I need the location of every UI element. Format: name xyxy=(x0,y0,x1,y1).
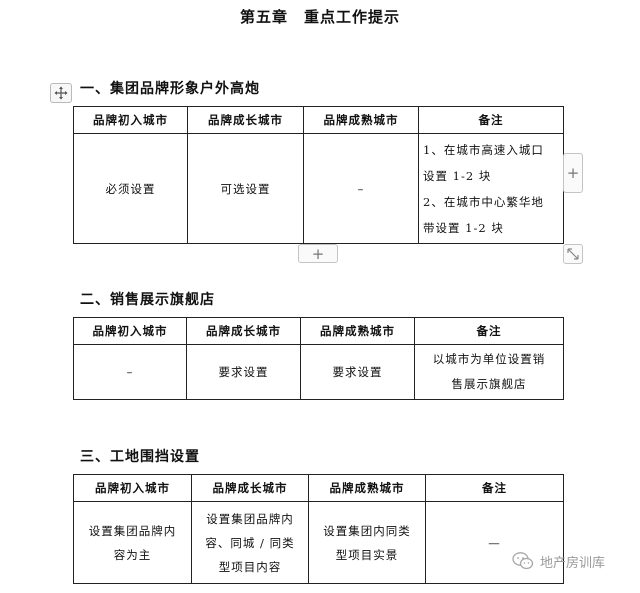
table-cell: 设置集团内同类 型项目实景 xyxy=(308,501,426,584)
header-cell: 品牌成长城市 xyxy=(191,474,309,502)
cell-line: — xyxy=(488,535,501,550)
cell-line: 设置集团内同类 xyxy=(323,523,411,538)
cell-line: 容、同城 / 同类 xyxy=(205,535,295,550)
header-cell: 品牌成长城市 xyxy=(186,317,301,345)
wechat-icon xyxy=(512,552,534,570)
table-cell: 设置集团品牌内 容为主 xyxy=(73,501,192,584)
table-cell: 可选设置 xyxy=(187,133,304,244)
table-flagship-store: 品牌初入城市 品牌成长城市 品牌成熟城市 备注 – 要求设置 要求设置 以城市为… xyxy=(73,317,564,400)
header-cell: 品牌成熟城市 xyxy=(303,106,419,134)
table-cell: — xyxy=(425,501,564,584)
note-line: 带设置 1-2 块 xyxy=(423,220,504,235)
table-cell: 要求设置 xyxy=(300,344,415,400)
header-cell: 品牌成长城市 xyxy=(187,106,304,134)
cell-line: 设置集团品牌内 xyxy=(88,523,177,538)
table-billboard: 品牌初入城市 品牌成长城市 品牌成熟城市 备注 必须设置 可选设置 – 1、在城… xyxy=(73,106,564,244)
page-title: 第五章 重点工作提示 xyxy=(239,8,400,26)
table-row: 设置集团品牌内 容为主 设置集团品牌内 容、同城 / 同类 型项目内容 设置集团… xyxy=(73,501,564,584)
note-line: 1、在城市高速入城口 xyxy=(423,142,544,157)
table-row: 必须设置 可选设置 – 1、在城市高速入城口 设置 1-2 块 2、在城市中心繁… xyxy=(73,133,564,244)
resize-icon xyxy=(567,248,579,260)
header-cell: 品牌初入城市 xyxy=(73,317,187,345)
header-cell: 品牌成熟城市 xyxy=(308,474,426,502)
watermark-text: 地产房训库 xyxy=(540,555,606,571)
add-row-button[interactable]: + xyxy=(298,244,338,263)
note-line: 2、在城市中心繁华地 xyxy=(423,194,544,209)
table-header-row: 品牌初入城市 品牌成长城市 品牌成熟城市 备注 xyxy=(73,106,564,134)
table-site-hoarding: 品牌初入城市 品牌成长城市 品牌成熟城市 备注 设置集团品牌内 容为主 设置集团… xyxy=(73,474,564,584)
table-cell: – xyxy=(303,133,419,244)
header-cell: 备注 xyxy=(414,317,564,345)
cell-line: 容为主 xyxy=(113,547,152,562)
table-move-handle[interactable] xyxy=(50,83,72,103)
table-cell: 设置集团品牌内 容、同城 / 同类 型项目内容 xyxy=(191,501,309,584)
section-heading-1: 一、集团品牌形象户外高炮 xyxy=(80,81,260,97)
header-cell: 品牌初入城市 xyxy=(73,474,192,502)
note-line: 设置 1-2 块 xyxy=(423,168,492,183)
header-cell: 品牌成熟城市 xyxy=(300,317,415,345)
section-heading-3: 三、工地围挡设置 xyxy=(80,449,200,465)
header-cell: 备注 xyxy=(418,106,564,134)
table-row: – 要求设置 要求设置 以城市为单位设置销 售展示旗舰店 xyxy=(73,344,564,400)
note-cell: 以城市为单位设置销 售展示旗舰店 xyxy=(414,344,564,400)
table-header-row: 品牌初入城市 品牌成长城市 品牌成熟城市 备注 xyxy=(73,317,564,345)
cell-line: 型项目实景 xyxy=(335,547,399,562)
watermark: 地产房训库 xyxy=(512,551,605,571)
table-cell: 要求设置 xyxy=(186,344,301,400)
add-column-button[interactable]: + xyxy=(563,153,583,193)
section-heading-2: 二、销售展示旗舰店 xyxy=(80,292,215,308)
table-cell: – xyxy=(73,344,187,400)
table-resize-handle[interactable] xyxy=(563,244,583,264)
table-cell: 必须设置 xyxy=(73,133,188,244)
table-header-row: 品牌初入城市 品牌成长城市 品牌成熟城市 备注 xyxy=(73,474,564,502)
note-line: 以城市为单位设置销 xyxy=(432,352,546,366)
move-icon xyxy=(54,86,68,100)
cell-line: 型项目内容 xyxy=(218,559,282,574)
header-cell: 备注 xyxy=(425,474,564,502)
note-cell: 1、在城市高速入城口 设置 1-2 块 2、在城市中心繁华地 带设置 1-2 块 xyxy=(418,133,564,244)
header-cell: 品牌初入城市 xyxy=(73,106,188,134)
cell-line: 设置集团品牌内 xyxy=(206,511,294,526)
note-line: 售展示旗舰店 xyxy=(451,377,527,391)
